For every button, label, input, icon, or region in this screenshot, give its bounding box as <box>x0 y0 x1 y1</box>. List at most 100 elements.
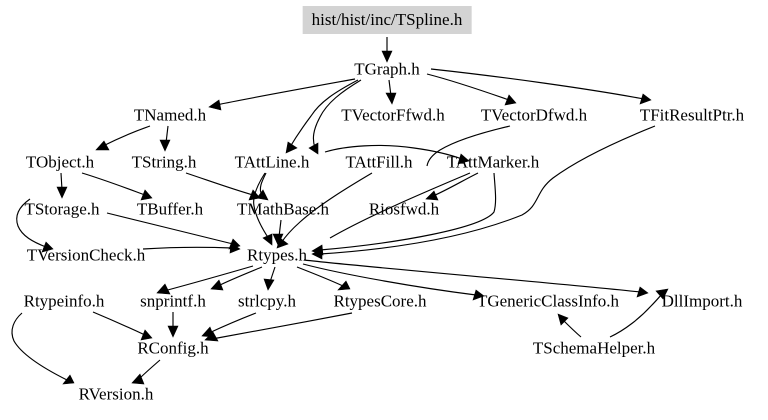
edge-line <box>102 125 151 147</box>
edge-line <box>215 78 356 106</box>
arrowhead-icon <box>159 139 171 152</box>
edge-TGraph-to-TVectorDfwd <box>426 73 517 106</box>
edge-TGraph-to-TAttLine <box>285 79 359 154</box>
arrowhead-icon <box>140 329 153 341</box>
edge-snprintf-to-RConfig <box>167 312 179 338</box>
edge-line <box>319 125 656 255</box>
edge-TVectorDfwd-to-TAttMarker <box>426 125 511 167</box>
edge-TVersionCheck-to-Rtypes <box>142 242 241 254</box>
node-TAttLine[interactable]: TAttLine.h <box>234 152 310 172</box>
edge-line <box>319 172 497 251</box>
node-TMathBase[interactable]: TMathBase.h <box>236 199 330 219</box>
arrowhead-icon <box>95 140 110 151</box>
edge-line <box>329 172 471 239</box>
edge-Rtypes-to-DllImport <box>303 259 649 298</box>
edge-TStorage-to-TVersionCheck <box>16 198 54 253</box>
edge-line <box>16 198 47 248</box>
node-TFitResultPtr[interactable]: TFitResultPtr.h <box>639 105 745 125</box>
edge-Rtypes-to-snprintf <box>210 266 263 291</box>
edge-TFitResultPtr-to-Rtypes <box>311 125 656 260</box>
arrowhead-icon <box>208 99 222 111</box>
node-TGraph[interactable]: TGraph.h <box>354 59 420 79</box>
arrowhead-icon <box>262 233 273 246</box>
edge-line <box>142 246 233 250</box>
arrowhead-icon <box>204 331 219 342</box>
edge-TAttMarker-to-Riosfwd <box>425 172 479 201</box>
edge-line <box>253 172 270 240</box>
arrowhead-icon <box>639 93 652 105</box>
arrowhead-icon <box>504 94 517 106</box>
edge-TAttLine-to-Rtypes <box>253 172 273 246</box>
edge-line <box>296 266 344 287</box>
arrowhead-icon <box>248 189 261 201</box>
node-TObject[interactable]: TObject.h <box>25 152 95 172</box>
node-snprintf[interactable]: snprintf.h <box>140 291 206 311</box>
edge-TGraph-to-TFitResultPtr <box>430 68 652 105</box>
edge-Rtypes-to-strlcpy <box>263 266 276 291</box>
arrowhead-icon <box>229 242 241 254</box>
node-TBuffer[interactable]: TBuffer.h <box>136 199 204 219</box>
node-TVectorFfwd[interactable]: TVectorFfwd.h <box>341 105 445 125</box>
arrowhead-icon <box>56 186 68 199</box>
edge-line <box>163 265 254 292</box>
edge-line <box>280 172 373 244</box>
node-Rtypes[interactable]: Rtypes.h <box>247 245 307 265</box>
node-TVersionCheck[interactable]: TVersionCheck.h <box>26 245 146 265</box>
edge-TAttFill-to-TAttMarker <box>324 144 470 165</box>
arrowhead-icon <box>263 278 275 291</box>
edge-line <box>426 125 511 167</box>
edge-line <box>106 212 234 245</box>
edge-line <box>81 172 146 196</box>
node-TString[interactable]: TString.h <box>131 152 197 172</box>
arrowhead-icon <box>457 153 470 165</box>
node-TAttFill[interactable]: TAttFill.h <box>345 152 413 172</box>
edge-line <box>432 172 479 197</box>
arrowhead-icon <box>62 374 75 385</box>
arrowhead-icon <box>636 286 649 298</box>
node-RtypesCore[interactable]: RtypesCore.h <box>333 291 427 311</box>
arrowhead-icon <box>167 325 179 338</box>
edge-RConfig-to-RVersion <box>131 359 161 385</box>
arrowhead-icon <box>425 190 439 201</box>
arrowhead-icon <box>381 50 393 63</box>
arrowhead-icon <box>311 248 323 260</box>
node-TVectorDfwd[interactable]: TVectorDfwd.h <box>480 105 588 125</box>
node-TSchemaHelper[interactable]: TSchemaHelper.h <box>532 338 656 358</box>
node-RVersion[interactable]: RVersion.h <box>78 384 154 404</box>
edge-TGraph-to-TVectorFfwd <box>385 79 397 105</box>
arrowhead-icon <box>557 313 569 326</box>
edge-line <box>208 312 257 334</box>
edge-TMathBase-to-Rtypes <box>272 219 284 246</box>
edge-TObject-to-TStorage <box>56 172 68 199</box>
arrowhead-icon <box>210 279 224 291</box>
arrowhead-icon <box>308 142 319 155</box>
edge-line <box>11 312 68 381</box>
node-DllImport[interactable]: DllImport.h <box>661 291 743 311</box>
arrowhead-icon <box>156 283 171 295</box>
root-node-TSpline[interactable]: hist/hist/inc/TSpline.h <box>302 6 472 34</box>
node-Riosfwd[interactable]: Riosfwd.h <box>368 199 440 219</box>
arrowhead-icon <box>655 288 669 300</box>
edge-Rtypes-to-TGenericClassInfo <box>302 263 485 301</box>
node-TAttMarker[interactable]: TAttMarker.h <box>446 152 540 172</box>
node-RConfig[interactable]: RConfig.h <box>137 338 209 358</box>
node-strlcpy[interactable]: strlcpy.h <box>238 291 296 311</box>
node-TStorage[interactable]: TStorage.h <box>24 199 100 219</box>
edge-TSchemaHelper-to-TGenericClassInfo <box>557 313 582 338</box>
arrowhead-icon <box>131 373 145 385</box>
edge-line <box>562 319 582 338</box>
edge-Rtypeinfo-to-RVersion <box>11 312 75 385</box>
arrowhead-icon <box>385 92 397 105</box>
node-TNamed[interactable]: TNamed.h <box>133 105 207 125</box>
node-TGenericClassInfo[interactable]: TGenericClassInfo.h <box>476 291 620 311</box>
node-Rtypeinfo[interactable]: Rtypeinfo.h <box>23 291 105 311</box>
edge-TSpline-to-TGraph <box>381 37 393 63</box>
arrowhead-icon <box>337 280 351 291</box>
edge-TNamed-to-TString <box>159 125 171 152</box>
edge-Rtypeinfo-to-RConfig <box>92 311 153 341</box>
arrowhead-icon <box>285 141 298 154</box>
edge-Rtypes-to-RtypesCore <box>296 266 351 291</box>
edge-TAttMarker-to-Rtypes2 <box>329 172 471 239</box>
